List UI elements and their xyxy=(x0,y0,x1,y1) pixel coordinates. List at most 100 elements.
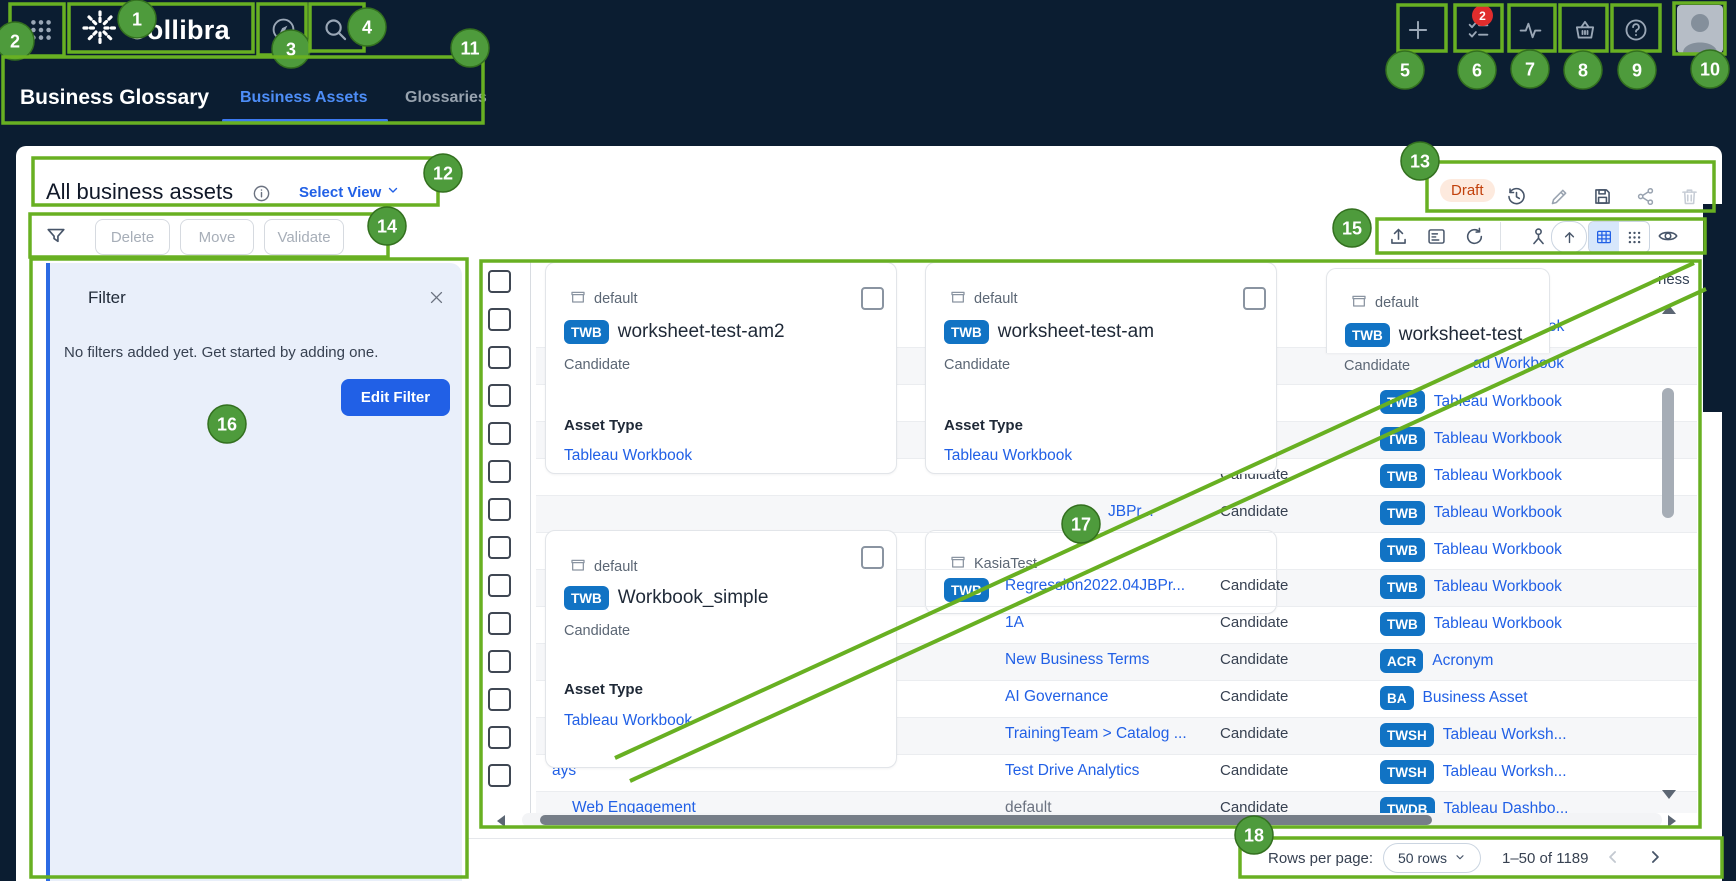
discover-compass-icon[interactable] xyxy=(270,16,297,43)
table-name-link-partial[interactable]: Web Engagement xyxy=(572,799,696,813)
create-plus-icon[interactable] xyxy=(1405,17,1431,43)
card-attr-value-link[interactable]: Tableau Workbook xyxy=(564,447,693,464)
filter-funnel-icon[interactable] xyxy=(44,224,68,248)
row-checkbox[interactable] xyxy=(488,422,511,445)
info-icon[interactable] xyxy=(252,184,271,208)
table-asset-type-link[interactable]: Business Asset xyxy=(1422,689,1528,706)
row-checkbox[interactable] xyxy=(488,764,511,787)
scroll-down-arrow[interactable] xyxy=(1662,790,1676,799)
scroll-right-arrow[interactable] xyxy=(1668,815,1676,827)
card-title-link[interactable]: worksheet-test xyxy=(1398,324,1523,345)
row-checkbox[interactable] xyxy=(488,460,511,483)
scroll-up-arrow[interactable] xyxy=(1662,305,1676,314)
validate-button[interactable]: Validate xyxy=(264,219,344,255)
table-asset-type-link[interactable]: Tableau Dashbo... xyxy=(1443,800,1569,813)
card-attr-value-link[interactable]: Tableau Workbook xyxy=(944,447,1073,464)
horizontal-scrollbar-thumb[interactable] xyxy=(540,815,1432,825)
card-attr-value-link[interactable]: Tableau Workbook xyxy=(564,712,693,729)
card-domain[interactable]: default xyxy=(570,289,638,309)
edit-pencil-icon[interactable] xyxy=(1547,184,1571,208)
visibility-eye-icon[interactable] xyxy=(1656,224,1680,248)
row-checkbox[interactable] xyxy=(488,270,511,293)
asset-card-worksheet-test[interactable]: default TWB worksheet-test xyxy=(1326,268,1550,353)
vertical-scrollbar-thumb[interactable] xyxy=(1662,388,1674,518)
table-name-link[interactable]: 1A xyxy=(1005,614,1024,631)
delete-button[interactable]: Delete xyxy=(95,219,170,255)
sort-up-arrow-icon[interactable] xyxy=(1551,221,1587,253)
hierarchy-person-icon[interactable] xyxy=(1526,224,1550,248)
close-icon[interactable] xyxy=(428,289,445,311)
table-asset-type-link-partial[interactable]: ok xyxy=(1548,318,1565,335)
export-upload-icon[interactable] xyxy=(1386,224,1410,248)
tab-business-assets[interactable]: Business Assets xyxy=(240,89,368,106)
row-checkbox[interactable] xyxy=(488,688,511,711)
scroll-left-arrow[interactable] xyxy=(497,815,505,827)
table-asset-type-link[interactable]: Tableau Worksh... xyxy=(1442,726,1567,743)
tab-glossaries[interactable]: Glossaries xyxy=(405,89,487,106)
table-name-link[interactable]: Regression2022.04JBPr... xyxy=(1005,577,1186,594)
collibra-logo[interactable]: Collibra xyxy=(80,8,230,53)
row-checkbox[interactable] xyxy=(488,650,511,673)
card-title-link[interactable]: worksheet-test-am xyxy=(997,321,1155,342)
card-title-link[interactable]: Workbook_simple xyxy=(617,587,769,608)
next-page-chevron-icon[interactable] xyxy=(1645,847,1665,872)
edit-filter-button[interactable]: Edit Filter xyxy=(341,379,450,416)
table-name-link-partial[interactable]: JBPr... xyxy=(1108,503,1154,520)
details-form-icon[interactable] xyxy=(1424,224,1448,248)
chevron-down-icon xyxy=(386,183,400,201)
rows-per-page-select[interactable]: 50 rows xyxy=(1383,843,1481,873)
table-name-link[interactable]: AI Governance xyxy=(1005,688,1109,705)
row-checkbox[interactable] xyxy=(488,574,511,597)
delete-trash-icon[interactable] xyxy=(1677,184,1701,208)
save-icon[interactable] xyxy=(1590,184,1614,208)
asset-card-worksheet-test-am2[interactable]: default TWB worksheet-test-am2 Candidate… xyxy=(545,262,897,474)
table-asset-type-link[interactable]: Acronym xyxy=(1432,652,1494,669)
row-checkbox[interactable] xyxy=(488,308,511,331)
previous-page-chevron-icon[interactable] xyxy=(1603,847,1623,872)
user-avatar[interactable] xyxy=(1677,5,1723,53)
table-asset-type-link[interactable]: Tableau Workbook xyxy=(1433,504,1562,521)
help-question-icon[interactable] xyxy=(1623,17,1649,43)
activity-pulse-icon[interactable] xyxy=(1518,18,1543,43)
asset-card-kasiatest[interactable]: KasiaTest TWB xyxy=(925,530,1277,614)
table-asset-type-link[interactable]: Tableau Workbook xyxy=(1433,578,1562,595)
card-domain[interactable]: default xyxy=(950,289,1018,309)
card-checkbox[interactable] xyxy=(861,546,884,569)
tile-view-toggle-icon[interactable] xyxy=(1619,222,1649,252)
share-icon[interactable] xyxy=(1633,184,1657,208)
row-checkbox[interactable] xyxy=(488,612,511,635)
row-checkbox[interactable] xyxy=(488,384,511,407)
app-launcher-grid-icon[interactable] xyxy=(28,17,54,43)
row-checkbox[interactable] xyxy=(488,726,511,749)
table-asset-type-link-partial[interactable]: au Workbook xyxy=(1473,355,1565,372)
refresh-icon[interactable] xyxy=(1462,224,1486,248)
search-icon[interactable] xyxy=(322,16,349,43)
table-asset-type-link[interactable]: Tableau Workbook xyxy=(1433,393,1562,410)
table-name-link[interactable]: Test Drive Analytics xyxy=(1005,762,1140,779)
basket-icon[interactable] xyxy=(1572,17,1598,43)
card-checkbox[interactable] xyxy=(861,287,884,310)
table-asset-type-link[interactable]: Tableau Workbook xyxy=(1433,430,1562,447)
card-domain[interactable]: default xyxy=(1351,293,1419,313)
row-checkbox[interactable] xyxy=(488,498,511,521)
history-icon[interactable] xyxy=(1504,184,1528,208)
card-checkbox[interactable] xyxy=(1243,287,1266,310)
move-button[interactable]: Move xyxy=(180,219,254,255)
table-name-link[interactable]: New Business Terms xyxy=(1005,651,1150,668)
table-asset-type-link[interactable]: Tableau Worksh... xyxy=(1442,763,1567,780)
select-view-dropdown[interactable]: Select View xyxy=(299,183,400,201)
card-domain[interactable]: KasiaTest xyxy=(950,554,1037,574)
card-domain[interactable]: default xyxy=(570,557,638,577)
card-title-link[interactable]: worksheet-test-am2 xyxy=(617,321,785,342)
asset-card-worksheet-test-am[interactable]: default TWB worksheet-test-am Candidate … xyxy=(925,262,1277,474)
grid-view-toggle-icon[interactable] xyxy=(1589,222,1619,252)
table-asset-type-link[interactable]: Tableau Workbook xyxy=(1433,541,1562,558)
row-checkbox[interactable] xyxy=(488,346,511,369)
table-asset-type-link[interactable]: Tableau Workbook xyxy=(1433,615,1562,632)
row-checkbox[interactable] xyxy=(488,536,511,559)
table-asset-type-link[interactable]: Tableau Workbook xyxy=(1433,467,1562,484)
asset-card-workbook-simple[interactable]: default TWB Workbook_simple Candidate As… xyxy=(545,530,897,768)
table-name-link[interactable]: TrainingTeam > Catalog ... xyxy=(1005,725,1187,742)
